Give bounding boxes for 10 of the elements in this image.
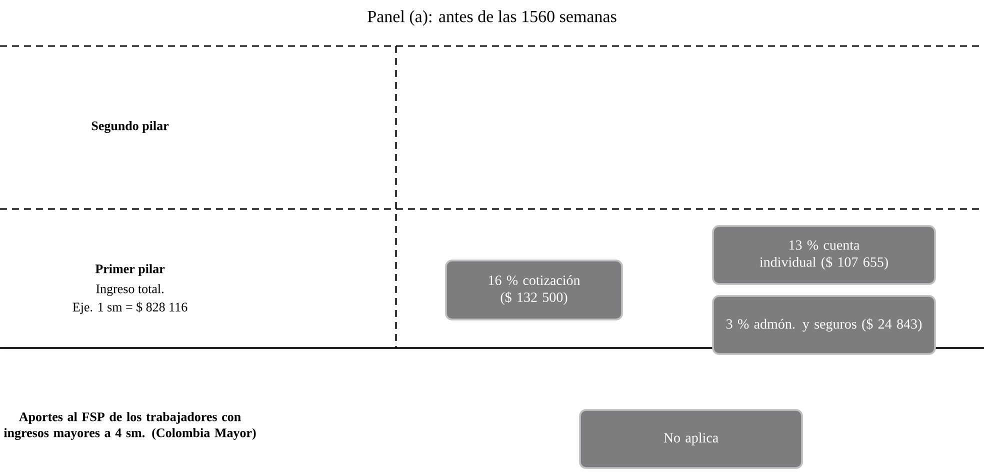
value-box: 13 % cuenta individual ($ 107 655) (712, 225, 936, 285)
row-label: Ingreso total. (96, 284, 164, 296)
value-box: No aplica (579, 409, 803, 469)
row-label: Segundo pilar (92, 121, 169, 133)
row-label: Aportes al FSP de los trabajadores con ingresos mayores a 4 sm. (Colombia Mayor) (4, 412, 256, 440)
row-label: Eje. 1 sm = $ 828 116 (72, 302, 188, 314)
row-label: Primer pilar (95, 264, 165, 276)
panel-title: Panel (a): antes de las 1560 semanas (368, 10, 616, 26)
value-box: 3 % admón. y seguros ($ 24 843) (712, 295, 936, 355)
value-box: 16 % cotización ($ 132 500) (445, 260, 623, 320)
